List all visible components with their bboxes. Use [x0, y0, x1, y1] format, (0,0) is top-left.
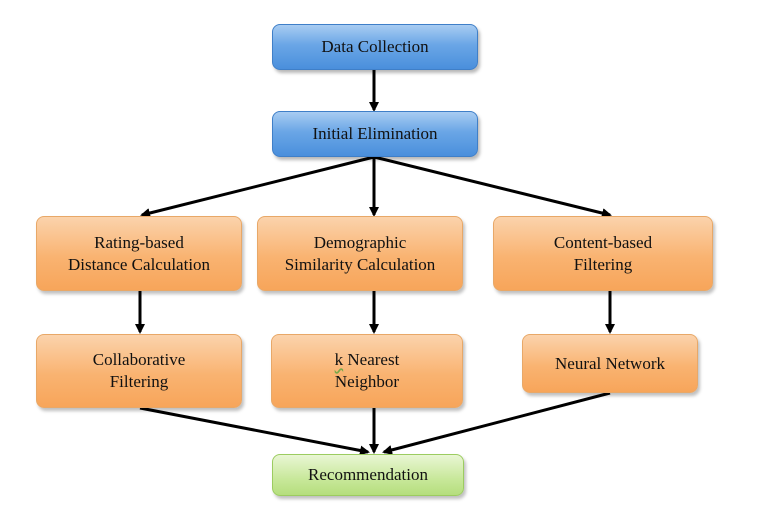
rating-based-label-line1: Rating-based: [94, 232, 184, 252]
arrow-neural-to-recommendation: [382, 391, 611, 455]
collaborative-label-line2: Filtering: [109, 372, 169, 391]
rating-based-label-line2: Distance Calculation: [67, 254, 211, 274]
initial-elimination-node: Initial Elimination: [272, 111, 478, 157]
content-based-label-line1: Content-based: [553, 232, 653, 252]
demographic-label-line1: Demographic: [313, 232, 407, 252]
knn-label-line2: Neighbor: [334, 372, 400, 391]
rating-based-node: Rating-based Distance Calculation: [36, 216, 242, 291]
collaborative-label-line1: Collaborative: [92, 350, 186, 369]
neural-network-node: Neural Network: [522, 334, 698, 393]
data-collection-label: Data Collection: [321, 37, 429, 56]
content-based-node: Content-based Filtering: [493, 216, 713, 291]
knn-node: k Nearest Neighbor: [271, 334, 463, 408]
collaborative-filtering-node: Collaborative Filtering: [36, 334, 242, 408]
knn-label-line1: Nearest: [343, 350, 400, 369]
initial-elimination-label: Initial Elimination: [312, 124, 438, 143]
demographic-label-line2: Similarity Calculation: [284, 254, 436, 274]
arrow-elimination-to-content: [373, 155, 612, 218]
knn-label-k: k: [334, 350, 344, 369]
recommendation-label: Recommendation: [308, 465, 428, 484]
data-collection-node: Data Collection: [272, 24, 478, 70]
demographic-node: Demographic Similarity Calculation: [257, 216, 463, 291]
arrow-elimination-to-rating: [140, 155, 375, 218]
arrow-collaborative-to-recommendation: [139, 406, 370, 456]
recommendation-node: Recommendation: [272, 454, 464, 496]
neural-network-label: Neural Network: [555, 353, 665, 373]
content-based-label-line2: Filtering: [573, 254, 633, 274]
